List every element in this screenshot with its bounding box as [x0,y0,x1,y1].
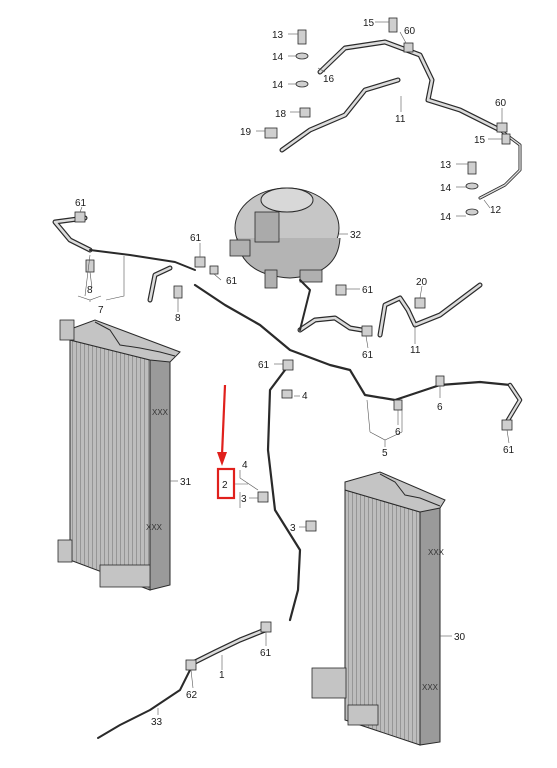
callout-13: 13 [272,30,284,41]
callout-61: 61 [226,276,238,287]
callout-14: 14 [440,183,452,194]
callout-15: 15 [363,18,375,29]
callout-18: 18 [275,109,287,120]
callout-61: 61 [260,648,272,659]
callout-61: 61 [362,350,374,361]
callout-33: 33 [151,717,163,728]
callout-8: 8 [175,313,181,324]
callout-61: 61 [258,360,270,371]
callout-61: 61 [75,198,87,209]
highlight-marker [216,384,236,500]
callout-8: 8 [87,285,93,296]
callout-11: 11 [395,114,406,125]
callout-6: 6 [395,427,401,438]
radiator-31: XXX XXX [57,319,181,591]
callout-3: 3 [290,523,296,534]
callout-labels: 13 15 60 14 16 14 18 19 11 60 15 13 14 1… [75,18,515,728]
callout-14: 14 [272,52,284,63]
callout-1: 1 [219,670,225,681]
callout-61: 61 [362,285,374,296]
callout-16: 16 [323,74,335,85]
callout-60: 60 [404,26,416,37]
coolant-hoses [52,39,523,739]
callout-31: 31 [180,477,192,488]
callout-2: 2 [222,480,228,491]
callout-3: 3 [241,494,247,505]
small-parts [74,17,513,671]
callout-6: 6 [437,402,443,413]
callout-20: 20 [416,277,428,288]
expansion-tank-32 [229,187,341,289]
callout-4: 4 [302,391,308,402]
svg-text:XXX: XXX [422,683,439,692]
svg-text:XXX: XXX [146,523,163,532]
leader-lines [77,21,510,715]
callout-14: 14 [440,212,452,223]
callout-32: 32 [350,230,362,241]
callout-61: 61 [190,233,202,244]
callout-19: 19 [240,127,252,138]
callout-7: 7 [98,305,104,316]
callout-13: 13 [440,160,452,171]
callout-12: 12 [490,205,502,216]
callout-11: 11 [410,345,421,356]
callout-15: 15 [474,135,486,146]
svg-text:XXX: XXX [428,548,445,557]
callout-60: 60 [495,98,507,109]
callout-14: 14 [272,80,284,91]
callout-61: 61 [503,445,515,456]
callout-4: 4 [242,460,248,471]
radiator-30: XXX XXX [311,471,446,746]
callout-62: 62 [186,690,198,701]
svg-text:XXX: XXX [152,408,169,417]
callout-5: 5 [382,448,388,459]
callout-30: 30 [454,632,466,643]
